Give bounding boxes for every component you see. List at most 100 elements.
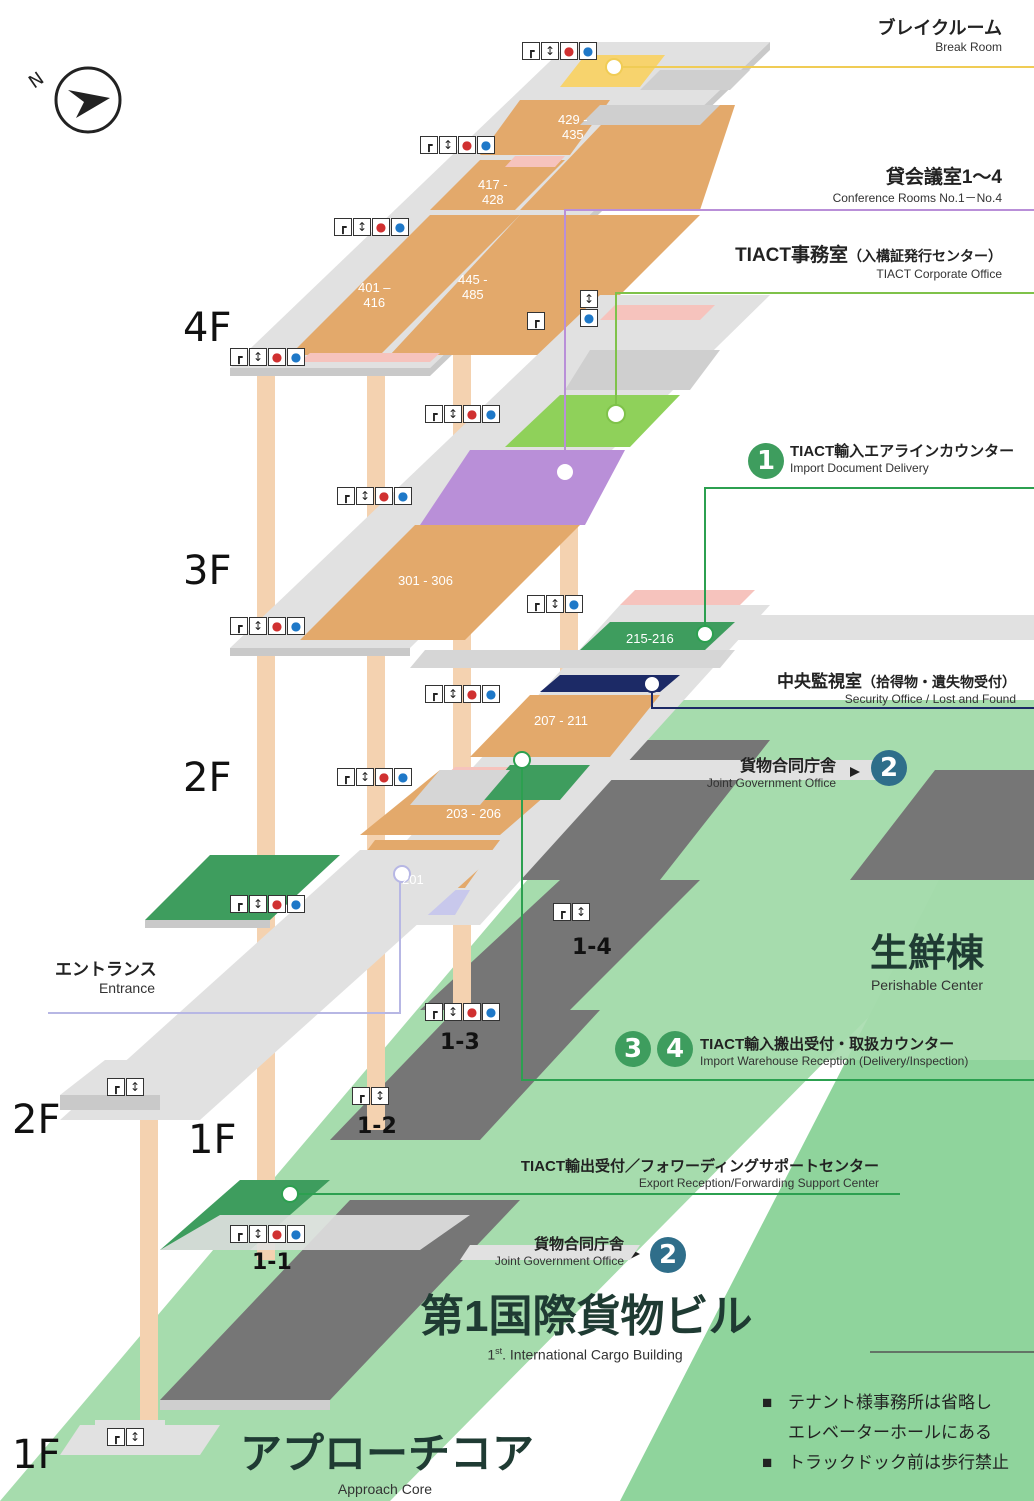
mens-restroom-icon	[580, 309, 598, 327]
pillar	[257, 360, 275, 1260]
womens-restroom-icon	[463, 685, 481, 703]
room-207-211	[470, 695, 660, 757]
facility-icons	[527, 595, 583, 613]
approach-core-title: アプローチコア Approach Core	[240, 1430, 535, 1497]
mens-restroom-icon	[287, 895, 305, 913]
facility-icons	[230, 1225, 305, 1243]
import-warehouse-label: TIACT輸入搬出受付・取扱カウンター Import Warehouse Rec…	[700, 1036, 969, 1068]
stairs-icon	[553, 903, 571, 921]
stairs-icon	[527, 595, 545, 613]
elevator-icon	[249, 617, 267, 635]
room-label-201: 201	[402, 872, 424, 887]
gov-office-upper-label: 貨物合同庁舎 Joint Government Office	[706, 758, 836, 790]
room-label-445: 445 - 485	[458, 272, 488, 302]
room-429-435	[480, 100, 610, 155]
womens-restroom-icon	[268, 1225, 286, 1243]
approach-walkway	[60, 850, 500, 1120]
stairs-icon	[230, 895, 248, 913]
stairs-icon	[425, 405, 443, 423]
gov-office-lower-label: 貨物合同庁舎 Joint Government Office	[494, 1236, 624, 1268]
facility-icons	[527, 312, 545, 330]
break-room-label: ブレイクルーム Break Room	[877, 18, 1002, 54]
facility-icons	[107, 1428, 144, 1446]
conference-rooms-label: 貸会議室1～4 Conference Rooms No.1－No.4	[832, 167, 1002, 205]
facility-icons	[107, 1078, 144, 1096]
mens-restroom-icon	[482, 685, 500, 703]
facility-icons	[425, 685, 500, 703]
floor-label-3f: 3F	[183, 548, 232, 594]
facility-icons	[580, 290, 598, 327]
elevator-icon	[249, 1225, 267, 1243]
pink-strip	[300, 353, 440, 362]
facility-icons	[337, 487, 412, 505]
dock-block	[420, 880, 700, 1010]
entrance-line	[48, 875, 401, 1014]
pink-strip	[600, 305, 715, 320]
room-301-306	[300, 525, 580, 640]
corridor-2f	[410, 650, 735, 668]
security-label: 中央監視室（拾得物・遺失物受付） Security Office / Lost …	[777, 672, 1016, 706]
approach-floor-1f: 1F	[12, 1432, 61, 1478]
stairs-icon	[352, 1087, 370, 1105]
facility-icons	[522, 42, 597, 60]
import-airline-line	[704, 487, 1034, 634]
stairs-icon	[527, 312, 545, 330]
elevator-icon	[444, 405, 462, 423]
room-445-485	[390, 215, 700, 355]
floor-label-2f: 2F	[183, 755, 232, 801]
floor-label-4f: 4F	[183, 305, 232, 351]
export-label: TIACT輸出受付／フォワーディングサポートセンター Export Recept…	[520, 1158, 879, 1190]
stairs-icon	[337, 768, 355, 786]
stairs-icon	[230, 617, 248, 635]
tiact-office-label: TIACT事務室（入構証発行センター） TIACT Corporate Offi…	[735, 245, 1002, 281]
core-label-1-2: 1-2	[357, 1114, 397, 1139]
room-445-upper	[520, 105, 735, 210]
mens-restroom-icon	[477, 136, 495, 154]
facility-icons	[420, 136, 495, 154]
perishable-block	[850, 770, 1034, 880]
womens-restroom-icon	[268, 617, 286, 635]
gov-arrow-upper	[850, 767, 860, 777]
elevator-icon	[580, 290, 598, 308]
facility-icons	[334, 218, 409, 236]
mens-restroom-icon	[565, 595, 583, 613]
womens-restroom-icon	[268, 895, 286, 913]
room-label-429: 429 - 435	[558, 112, 588, 142]
facility-icons	[337, 768, 412, 786]
room-label-207: 207 - 211	[534, 713, 588, 728]
pillar	[140, 1110, 158, 1440]
approach-floor-2f: 2F	[12, 1097, 61, 1143]
mens-restroom-icon	[482, 1003, 500, 1021]
stairs-icon	[230, 1225, 248, 1243]
elevator-icon	[444, 1003, 462, 1021]
elevator-icon	[439, 136, 457, 154]
core-label-1-3: 1-3	[440, 1030, 480, 1055]
mens-restroom-icon	[287, 1225, 305, 1243]
floor-label-1f: 1F	[188, 1117, 237, 1163]
room-label-401: 401 – 416	[358, 280, 391, 310]
mens-restroom-icon	[287, 348, 305, 366]
elevator-icon	[371, 1087, 389, 1105]
stairs-icon	[107, 1428, 125, 1446]
tiact-office-room	[505, 395, 680, 447]
elevator-icon	[249, 348, 267, 366]
mens-restroom-icon	[391, 218, 409, 236]
perishable-center-label: 生鮮棟 Perishable Center	[869, 933, 984, 993]
stairs-icon	[107, 1078, 125, 1096]
gov-walk-lower	[460, 1245, 640, 1260]
svg-text:N: N	[25, 68, 48, 93]
entrance-label: エントランス Entrance	[55, 960, 157, 996]
elevator-icon	[356, 768, 374, 786]
stairs-icon	[337, 487, 355, 505]
badge-1: 1	[748, 443, 784, 479]
green-pad-2f	[145, 855, 340, 920]
elevator-icon	[444, 685, 462, 703]
room-label-417: 417 - 428	[478, 177, 508, 207]
note-line: ■トラックドック前は歩行禁止	[762, 1453, 1009, 1472]
elevator-icon	[356, 487, 374, 505]
facility-icons	[425, 405, 500, 423]
elevator-icon	[249, 895, 267, 913]
stairs-icon	[425, 1003, 443, 1021]
facility-icons	[230, 348, 305, 366]
dock-slab	[160, 1400, 330, 1410]
